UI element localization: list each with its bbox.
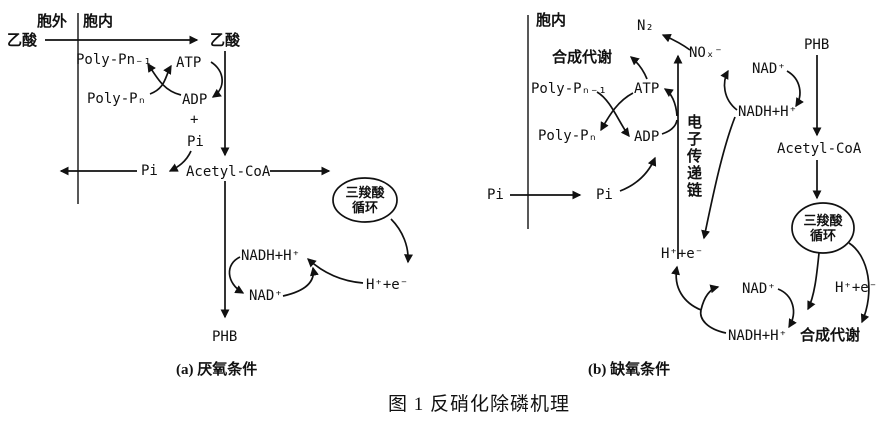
label-nadh-a: NADH+H⁺ [241,248,301,264]
arrow-nad-join-to-nadh-a [282,266,319,297]
label-nadh-upper-b: NADH+H⁺ [738,104,798,120]
label-nad-upper-b: NAD⁺ [752,61,786,77]
label-anabolism-bottom-b: 合成代谢 [800,328,861,344]
label-adp-a: ADP [182,92,208,108]
label-nadh-lower-b: NADH+H⁺ [728,328,788,344]
label-nad-a: NAD⁺ [249,288,283,304]
label-plus-a: + [190,112,199,128]
label-tca-cycle-b: 三羧酸 循环 [791,213,855,243]
label-acetyl-coa-a: Acetyl-CoA [186,164,271,180]
arrow-he-to-nadh-a [307,258,364,284]
label-acetate-inside-a: 乙酸 [210,33,241,49]
arrow-nox-to-n2 [661,33,691,51]
label-anabolism-top-b: 合成代谢 [552,50,613,66]
label-tca-cycle-a: 三羧酸 循环 [333,185,397,215]
label-phb-a: PHB [212,329,238,345]
panel-b-arrows [510,15,870,334]
arrow-polypn1-to-adp-b [596,91,630,138]
caption-panel-a: (a) 厌氧条件 [176,362,258,378]
arrow-pi-release [168,150,192,172]
arrow-nadtop-to-nadhtop-b [786,70,804,108]
label-acetate-outside-a: 乙酸 [7,33,38,49]
label-pi-inside-b: Pi [596,187,613,203]
label-intracellular-a: 胞内 [83,14,114,30]
figure-title: 图 1 反硝化除磷机理 [388,394,571,415]
connector-nadhbot-stem-b [699,309,727,334]
tca-cycle-circle-a [332,177,398,223]
label-n2-b: N₂ [637,18,654,34]
arrow-tca-to-anabolism-b [848,242,870,324]
arrow-atp-to-polypn-b [600,92,634,132]
label-h-plus-e-a: H⁺+e⁻ [366,277,409,293]
label-nox-b: NOₓ⁻ [689,45,723,61]
arrow-atp-to-adp-a [210,61,223,98]
label-h-plus-e-left-b: H⁺+e⁻ [661,246,704,262]
arrow-tca-to-he-a [390,218,413,264]
arrow-tca-to-nadhbot-b [807,252,820,311]
arrow-adp-to-polypn1-a [147,62,182,96]
arrow-stem-to-nadbot-b [700,284,720,311]
connector-adp-to-chain-b [661,119,678,135]
panel-a-arrows [45,13,413,319]
label-tca-line2-b: 循环 [809,228,836,243]
label-poly-p-n-a: Poly-Pₙ [87,91,147,107]
label-phb-b: PHB [804,37,830,53]
label-h-plus-e-right-b: H⁺+e⁻ [835,280,878,296]
label-atp-b: ATP [634,81,660,97]
arrow-nadhtop-to-he-b [701,116,736,240]
label-tca-line1-a: 三羧酸 [345,185,385,200]
arrow-nadbot-to-nadhbot-b [777,288,797,329]
arrow-polypn-to-atp-a [149,64,172,95]
arrow-chain-to-atp-b [663,88,678,117]
caption-panel-b: (b) 缺氧条件 [588,362,671,378]
label-poly-p-n-b: Poly-Pₙ [538,128,598,144]
label-pi-exported-a: Pi [141,163,158,179]
label-tca-line1-b: 三羧酸 [803,213,843,228]
label-nad-lower-b: NAD⁺ [742,281,776,297]
label-atp-a: ATP [176,55,202,71]
label-electron-transport-chain-b: 电子传递链 [685,114,701,199]
label-poly-p-n-1-a: Poly-Pn₋₁ [76,52,152,68]
label-extracellular-a: 胞外 [37,14,68,30]
label-acetyl-coa-b: Acetyl-CoA [777,141,862,157]
label-intracellular-b: 胞内 [536,13,567,29]
arrow-atp-to-anabolism-b [629,56,648,80]
tca-cycle-circle-b [791,202,855,254]
arrow-nadh-to-nad-a [228,256,245,294]
arrow-pi-to-adp-b [619,156,657,192]
label-poly-p-n-1-b: Poly-Pₙ₋₁ [531,81,607,97]
label-pi-released-a: Pi [187,134,204,150]
arrow-stem-to-he-b [671,265,702,311]
label-adp-b: ADP [634,129,660,145]
label-pi-outside-b: Pi [487,187,504,203]
label-tca-line2-a: 循环 [351,200,378,215]
arrow-nadhtop-to-nadtop-b [720,69,738,111]
